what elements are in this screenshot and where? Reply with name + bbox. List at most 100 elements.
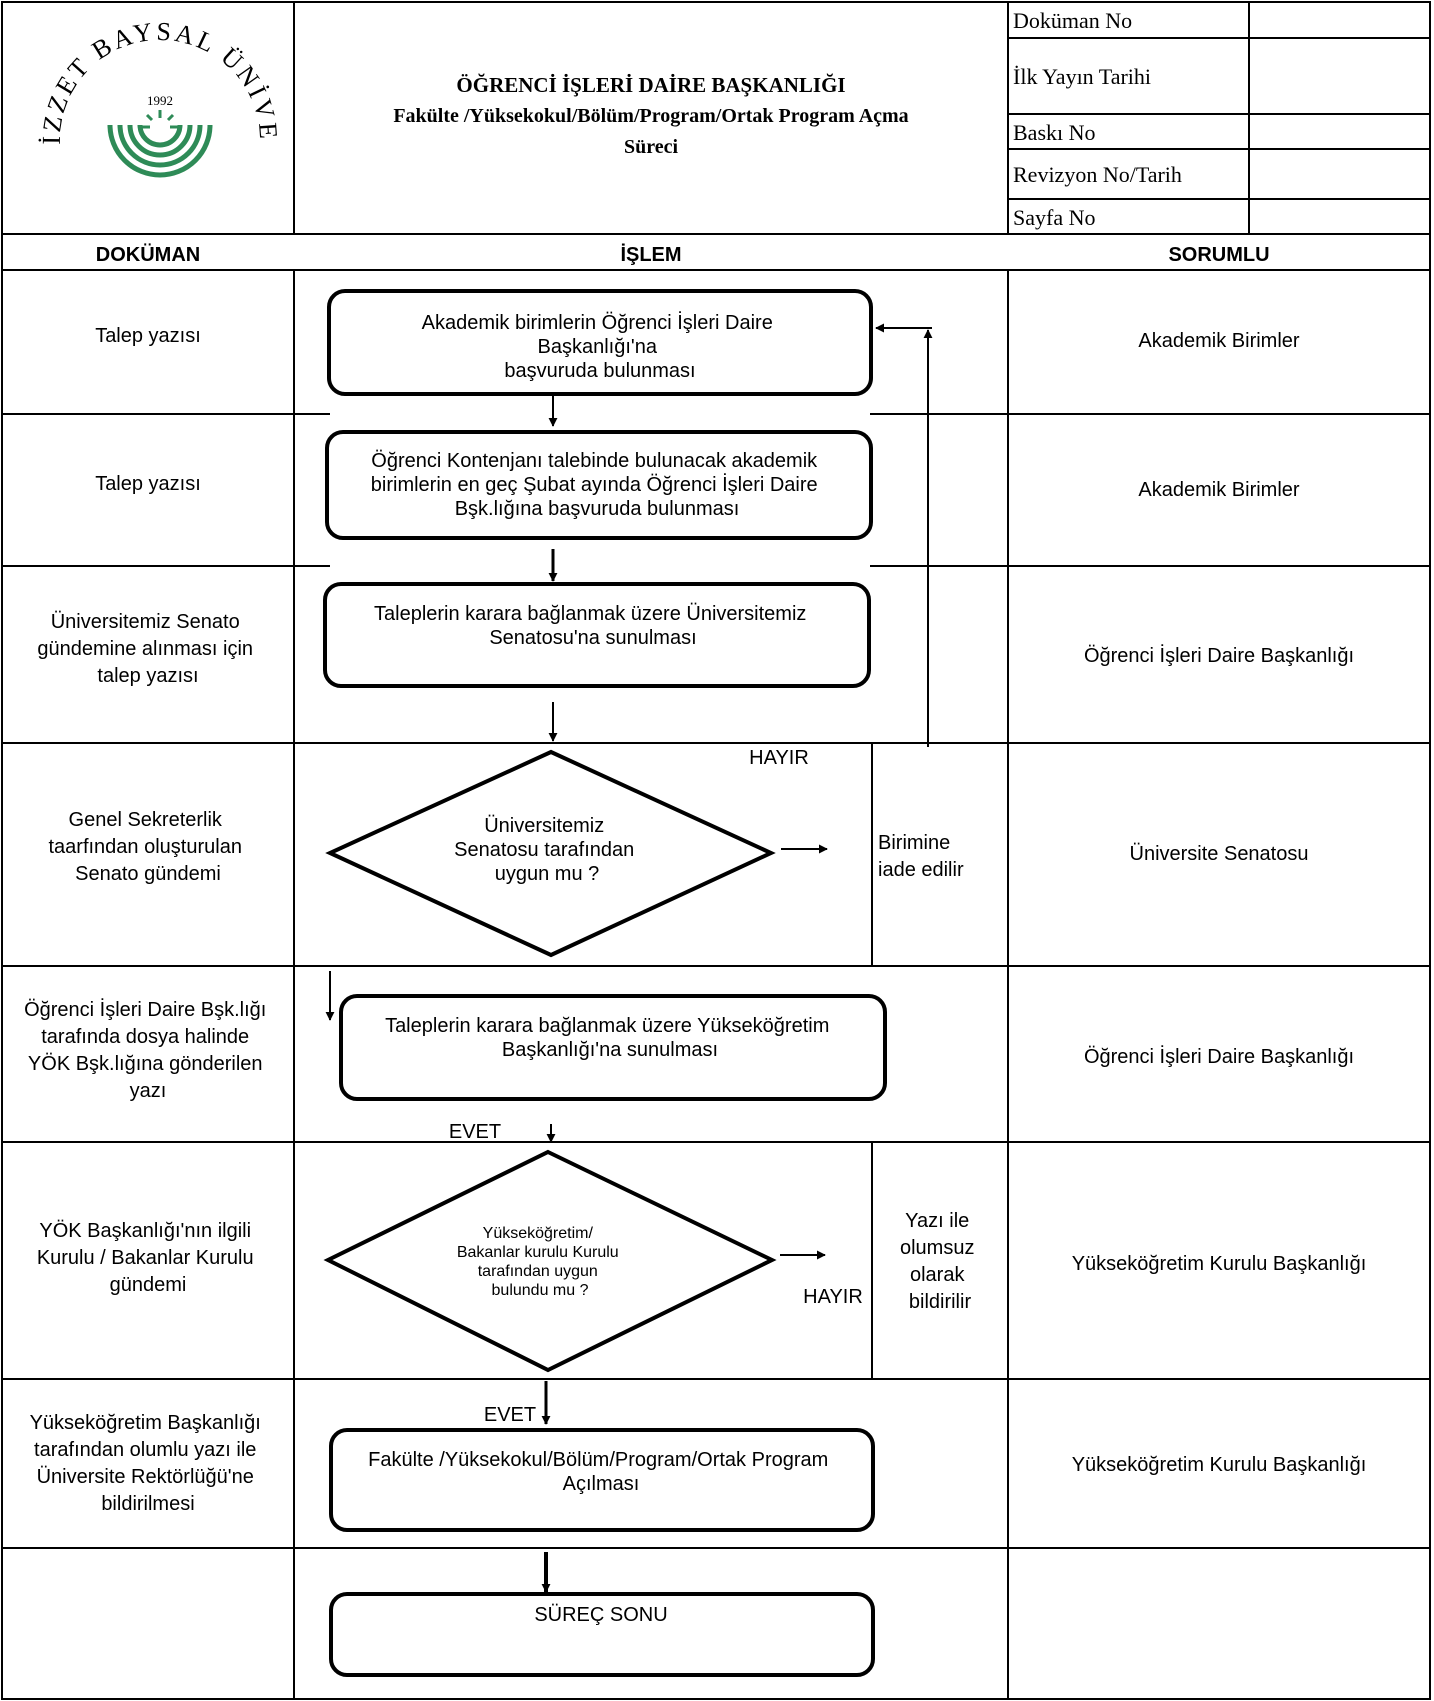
document-line: Öğrenci İşleri Daire Bşk.lığı — [24, 998, 266, 1021]
column-header-process: İŞLEM — [620, 243, 681, 266]
result-line: Yazı ile — [905, 1210, 969, 1232]
meta-label-document-no: Doküman No — [1013, 8, 1132, 33]
responsible-cell-3: Öğrenci İşleri Daire Başkanlığı — [1084, 644, 1354, 667]
process-step-line: Açılması — [563, 1473, 640, 1495]
result-line: Birimine — [878, 832, 950, 854]
process-step-7 — [329, 1428, 875, 1532]
meta-label-page-no: Sayfa No — [1013, 205, 1095, 230]
decision-senate-approval — [325, 749, 776, 958]
column-header-document: DOKÜMAN — [96, 243, 200, 266]
process-step-1-text: Akademik birimlerin Öğrenci İşleri Daire… — [422, 311, 779, 382]
decision-2-no-label: HAYIR — [803, 1286, 863, 1308]
meta-label-first-issue-date: İlk Yayın Tarihi — [1013, 64, 1151, 89]
document-line: YÖK Bşk.lığına gönderilen — [28, 1053, 263, 1075]
process-step-line: Akademik birimlerin Öğrenci İşleri Daire — [422, 311, 773, 334]
document-line: Kurulu / Bakanlar Kurulu — [37, 1247, 254, 1269]
column-header-responsible: SORUMLU — [1168, 244, 1269, 266]
responsible-cell-5: Öğrenci İşleri Daire Başkanlığı — [1084, 1045, 1354, 1068]
university-logo: ABANT İZZET BAYSAL ÜNİVERSİTESİ 1992 — [0, 0, 283, 178]
document-cell-2: Talep yazısı — [95, 473, 201, 495]
page-subtitle-cont: Süreci — [624, 136, 679, 158]
document-cell-6: YÖK Başkanlığı'nın ilgili Kurulu / Bakan… — [37, 1220, 259, 1296]
page-subtitle: Fakülte /Yüksekokul/Bölüm/Program/Ortak … — [393, 105, 908, 127]
decision-2-yes-label: EVET — [484, 1404, 536, 1426]
process-step-5 — [339, 994, 887, 1101]
process-step-line: Fakülte /Yüksekokul/Bölüm/Program/Ortak … — [368, 1449, 828, 1471]
document-cell-5: Öğrenci İşleri Daire Bşk.lığı tarafında … — [24, 998, 272, 1102]
logo-arc-text: ABANT İZZET BAYSAL ÜNİVERSİTESİ — [0, 0, 280, 145]
process-step-line: Öğrenci Kontenjanı talebinde bulunacak a… — [371, 450, 818, 472]
document-line: Genel Sekreterlik — [69, 809, 223, 831]
document-line: gündemine alınması için — [37, 638, 253, 660]
process-end-text: SÜREÇ SONU — [534, 1604, 667, 1626]
decision-line: Bakanlar kurulu Kurulu — [457, 1244, 619, 1261]
result-line: olarak — [910, 1264, 965, 1286]
meta-label-print-no: Baskı No — [1013, 120, 1096, 145]
document-line: tarafında dosya halinde — [41, 1026, 249, 1048]
responsible-cell-6: Yükseköğretim Kurulu Başkanlığı — [1072, 1253, 1367, 1275]
document-line: yazı — [130, 1080, 167, 1102]
logo-year: 1992 — [147, 93, 173, 108]
meta-table: Doküman No İlk Yayın Tarihi Baskı No Rev… — [1013, 8, 1182, 230]
meta-label-revision: Revizyon No/Tarih — [1013, 162, 1182, 187]
process-flow: Akademik birimlerin Öğrenci İşleri Daire… — [323, 289, 980, 1677]
process-step-line: Başkanlığı'na sunulması — [502, 1039, 718, 1061]
process-step-line: başvuruda bulunması — [504, 360, 695, 382]
decision-2-no-result: Yazı ile olumsuz olarak bildirilir — [900, 1210, 980, 1313]
process-step-3-text: Taleplerin karara bağlanmak üzere Üniver… — [374, 603, 812, 649]
responsible-cell-2: Akademik Birimler — [1138, 479, 1299, 501]
decision-1-no-label: HAYIR — [749, 747, 809, 769]
decision-yok-approval-text: Yükseköğretim/ Bakanlar kurulu Kurulu ta… — [457, 1225, 623, 1299]
process-step-line: Bşk.lığına başvuruda bulunması — [455, 498, 740, 520]
document-cell-3: Üniversitemiz Senato gündemine alınması … — [37, 611, 258, 687]
page-title: ÖĞRENCİ İŞLERİ DAİRE BAŞKANLIĞI — [456, 73, 845, 97]
decision-line: tarafından uygun — [478, 1263, 598, 1280]
document-cell-7: Yükseköğretim Başkanlığı tarafından olum… — [30, 1412, 267, 1515]
decision-1-yes-label: EVET — [449, 1121, 501, 1143]
document-line: Üniversite Rektörlüğü'ne — [37, 1466, 254, 1488]
document-line: gündemi — [110, 1274, 187, 1296]
result-line: bildirilir — [909, 1291, 972, 1313]
wheat-emblem-icon — [107, 110, 213, 178]
responsible-cell-7: Yükseköğretim Kurulu Başkanlığı — [1072, 1454, 1367, 1476]
process-step-2-text: Öğrenci Kontenjanı talebinde bulunacak a… — [371, 450, 823, 520]
decision-line: bulundu mu ? — [492, 1282, 589, 1299]
document-line: bildirilmesi — [101, 1493, 194, 1515]
process-step-line: Senatosu'na sunulması — [489, 627, 696, 649]
process-step-line: Taleplerin karara bağlanmak üzere Yüksek… — [385, 1015, 829, 1037]
document-column: Talep yazısı Talep yazısı Üniversitemiz … — [24, 325, 272, 1515]
process-step-line: Taleplerin karara bağlanmak üzere Üniver… — [374, 603, 806, 625]
document-line: Yükseköğretim Başkanlığı — [30, 1412, 261, 1434]
svg-text:ABANT İZZET BAYSAL ÜNİVERSİTES: ABANT İZZET BAYSAL ÜNİVERSİTESİ — [0, 0, 283, 145]
header: ABANT İZZET BAYSAL ÜNİVERSİTESİ 1992 ÖĞR… — [0, 0, 1431, 235]
decision-line: uygun mu ? — [495, 863, 600, 885]
process-end — [329, 1592, 875, 1677]
document-line: YÖK Başkanlığı'nın ilgili — [39, 1220, 251, 1242]
process-step-3 — [323, 582, 871, 688]
result-line: olumsuz — [900, 1237, 974, 1259]
document-cell-1: Talep yazısı — [95, 325, 201, 347]
responsible-cell-4: Üniversite Senatosu — [1130, 843, 1309, 865]
decision-senate-approval-text: Üniversitemiz Senatosu tarafından uygun … — [454, 815, 640, 885]
process-step-line: Başkanlığı'na — [537, 336, 657, 358]
decision-line: Üniversitemiz — [484, 815, 604, 837]
result-line: iade edilir — [878, 859, 964, 881]
decision-line: Yükseköğretim/ — [483, 1225, 594, 1242]
process-step-2 — [325, 430, 873, 540]
process-step-1 — [327, 289, 873, 396]
document-cell-4: Genel Sekreterlik taarfından oluşturulan… — [48, 809, 247, 885]
process-step-line: birimlerin en geç Şubat ayında Öğrenci İ… — [371, 473, 818, 496]
responsible-column: Akademik Birimler Akademik Birimler Öğre… — [1072, 330, 1367, 1476]
document-line: Talep yazısı — [95, 473, 201, 495]
document-line: taarfından oluşturulan — [48, 836, 241, 858]
decision-1-no-result: Birimine iade edilir — [878, 832, 964, 881]
table-grid — [1, 269, 1431, 1700]
process-step-7-text: Fakülte /Yüksekokul/Bölüm/Program/Ortak … — [368, 1449, 834, 1495]
document-line: tarafından olumlu yazı ile — [34, 1439, 256, 1461]
document-line: Üniversitemiz Senato — [51, 611, 240, 633]
document-line: talep yazısı — [97, 665, 198, 687]
process-step-5-text: Taleplerin karara bağlanmak üzere Yüksek… — [385, 1015, 835, 1061]
decision-yok-approval — [323, 1149, 777, 1373]
decision-line: Senatosu tarafından — [454, 839, 634, 861]
